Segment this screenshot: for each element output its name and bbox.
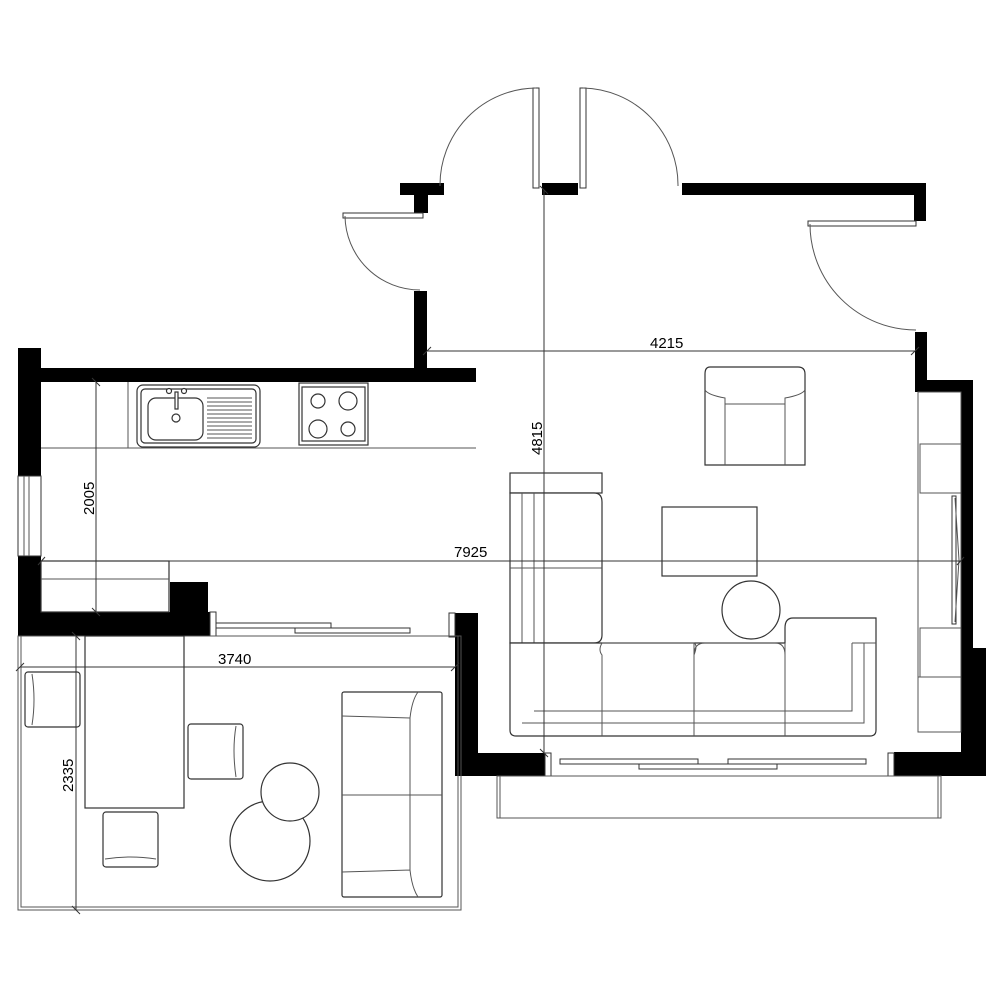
side-door-right[interactable]	[807, 220, 917, 331]
door-swing-arc	[809, 223, 917, 331]
tap-icon	[180, 387, 188, 395]
burner-icon	[308, 419, 328, 439]
dimension-living-width: 4215	[650, 335, 683, 352]
dining-table	[84, 635, 185, 809]
side-door-left[interactable]	[342, 212, 424, 291]
dimension-kitchen-depth: 2005	[81, 482, 98, 515]
door-swing-arc	[439, 87, 537, 187]
wall-segment	[915, 332, 927, 390]
four-burner-hob	[298, 382, 369, 446]
wall-segment	[542, 183, 578, 195]
wall-segment	[414, 183, 428, 213]
wall-segment	[18, 368, 476, 382]
wall-segment	[170, 582, 208, 622]
door-swing-arc	[582, 87, 679, 187]
door-leaf-right	[579, 87, 587, 189]
two-seat-sofa	[341, 691, 443, 898]
round-table-small	[260, 762, 320, 822]
dimension-living-depth: 4815	[529, 422, 546, 455]
lower-counter	[40, 560, 170, 613]
spout-icon	[174, 391, 179, 410]
wall-segment	[455, 753, 545, 776]
coffee-table	[661, 506, 758, 577]
tv-screen	[951, 495, 957, 625]
dimension-overall-width: 7925	[454, 544, 487, 561]
drainer-ribs	[207, 397, 252, 439]
wall-segment	[915, 380, 973, 392]
dimension-dining-depth: 2335	[60, 759, 77, 792]
burner-icon	[340, 421, 356, 437]
sliding-door[interactable]	[209, 611, 456, 638]
living-room	[496, 366, 962, 819]
sink-with-drainer	[136, 384, 261, 448]
tap-icon	[165, 387, 173, 395]
chair	[187, 723, 244, 780]
chair	[24, 671, 81, 728]
balcony-sliding-door[interactable]	[544, 752, 895, 777]
wall-segment	[682, 183, 924, 195]
drain-icon	[171, 413, 181, 423]
dining-lounge	[17, 635, 462, 911]
wall-segment	[894, 752, 986, 776]
door-leaf-left	[532, 87, 540, 189]
wall-segment	[914, 183, 926, 221]
burner-icon	[338, 391, 358, 411]
dimension-lines: 4215 4815 7925 2005 3740 2335	[15, 185, 965, 915]
balcony-railing	[496, 775, 942, 819]
kitchen	[17, 382, 476, 638]
wall-segment	[414, 291, 427, 381]
door-swing-arc	[344, 215, 421, 291]
chair	[102, 811, 159, 868]
burner-icon	[310, 393, 326, 409]
wall-segment	[18, 348, 41, 476]
door-leaf	[342, 212, 424, 219]
round-side-table	[721, 580, 781, 640]
corner-sofa	[509, 472, 877, 737]
walls	[18, 183, 986, 776]
dimension-dining-width: 3740	[218, 651, 251, 668]
armchair	[704, 366, 806, 466]
entrance-double-door[interactable]	[439, 87, 679, 189]
tv-unit	[917, 391, 962, 733]
door-leaf	[807, 220, 917, 227]
